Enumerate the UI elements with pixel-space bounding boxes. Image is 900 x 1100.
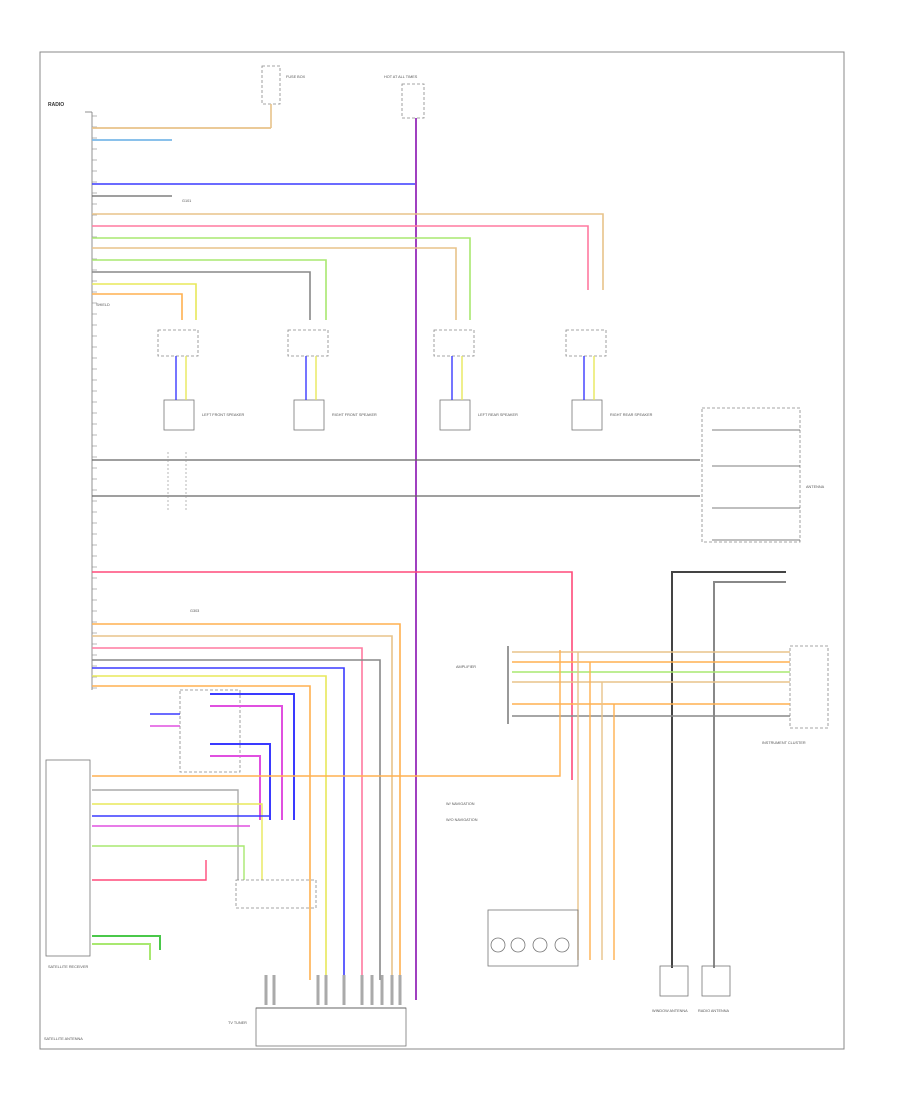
antenna-label: ANTENNA [806,485,825,489]
satellite-antenna-label: SATELLITE ANTENNA [44,1037,83,1041]
radio-antenna-label: RADIO ANTENNA [698,1009,729,1013]
satellite-connector [487,909,579,967]
instrument-cluster-label: INSTRUMENT CLUSTER [762,741,806,745]
speaker-label-1: LEFT FRONT SPEAKER [202,413,245,417]
fuse-box-hot: HOT AT ALL TIMES [384,75,425,119]
wire-sr-green [92,935,161,950]
wire-cd-blue-r2 [210,743,271,820]
amplifier-label: AMPLIFIER [456,665,476,669]
wire-speaker-gray [92,271,311,320]
speakers-group: LEFT FRONT SPEAKER RIGHT FRONT SPEAKER LEF… [157,329,653,431]
wire-speaker-yellow [92,283,197,320]
fuse-box-top: FUSE BOX [261,65,306,128]
tv-tuner-connector: TV TUNER [228,879,317,1025]
bottom-pin [380,975,384,1005]
bottom-pin [316,975,320,1005]
wire-red-long [92,571,573,780]
wire-sr-gray [92,789,239,880]
radio-unit: RADIO [48,102,93,690]
window-antenna-label: WINDOW ANTENNA [652,1009,688,1013]
wire-amp-yellow [92,675,327,980]
bottom-pin [324,975,328,1005]
wire-speaker-tan [92,213,604,290]
wire-speaker-tan-2 [92,247,457,320]
wire-amp-tan [92,635,393,980]
wire-cd-magenta-r [210,705,283,820]
wire-sr-green2 [92,943,151,960]
legend-wo-nav: W/O NAVIGATION [446,818,478,822]
diagram-frame [39,51,845,1050]
bottom-pin [264,975,268,1005]
speaker-3: LEFT REAR SPEAKER [433,329,518,431]
speaker-label-4: RIGHT REAR SPEAKER [610,413,653,417]
wire-amp-blue [92,667,345,980]
radio-label: RADIO [48,102,64,108]
ground-label-2: G303 [190,609,199,613]
satellite-receiver: SATELLITE RECEIVER SATELLITE ANTENNA [44,759,91,1041]
bottom-pin [398,975,402,1005]
wire-cd-blue-r [210,693,295,820]
antenna-module: ANTENNA [701,407,825,543]
wire-sr-lightgreen [92,845,245,880]
wire-amp-pink [92,647,363,980]
speaker-1: LEFT FRONT SPEAKER [157,329,245,431]
speaker-2: RIGHT FRONT SPEAKER [287,329,377,431]
bottom-connector [255,1007,407,1047]
shield-label: SHIELD [96,303,110,307]
wire-sr-orange [92,650,561,777]
bottom-pin [360,975,364,1005]
ground-label-1: G101 [182,199,191,203]
wire-gray-antenna-2 [713,581,786,968]
wire-sr-yellow [92,803,263,880]
cd-changer-box [179,689,241,773]
wire-amp-gray [92,659,381,980]
wire-amp-orange-2 [92,685,311,980]
bottom-pin [390,975,394,1005]
tv-tuner-label: TV TUNER [228,1021,247,1025]
radio-connector-pins [92,115,97,689]
speaker-label-2: RIGHT FRONT SPEAKER [332,413,377,417]
legend-notes: W/ NAVIGATION W/O NAVIGATION [446,802,478,822]
wire-speaker-pink [92,225,589,290]
wire-black-antenna-1 [671,571,786,968]
window-antenna: WINDOW ANTENNA [652,965,689,1013]
bottom-connector-pins [264,975,402,1005]
wire-sr-red [92,860,207,881]
fuse-box-label: FUSE BOX [286,75,306,79]
legend-w-nav: W/ NAVIGATION [446,802,475,806]
satellite-receiver-label: SATELLITE RECEIVER [48,965,88,969]
bottom-pin [370,975,374,1005]
wire-speaker-lightgreen-1 [92,237,471,320]
bottom-pin [342,975,346,1005]
amplifier-connector: AMPLIFIER [456,646,509,724]
svg-text:HOT AT ALL TIMES: HOT AT ALL TIMES [384,75,418,79]
wire-speaker-orange [92,293,183,320]
wire-cd-magenta-r2 [210,755,261,820]
speaker-4: RIGHT REAR SPEAKER [565,329,653,431]
wire-speaker-green-2 [92,259,327,320]
bottom-pin [272,975,276,1005]
wire-amp-orange [92,623,401,980]
instrument-cluster: INSTRUMENT CLUSTER [762,645,829,745]
speaker-label-3: LEFT REAR SPEAKER [478,413,518,417]
radio-antenna: RADIO ANTENNA [698,965,731,1013]
